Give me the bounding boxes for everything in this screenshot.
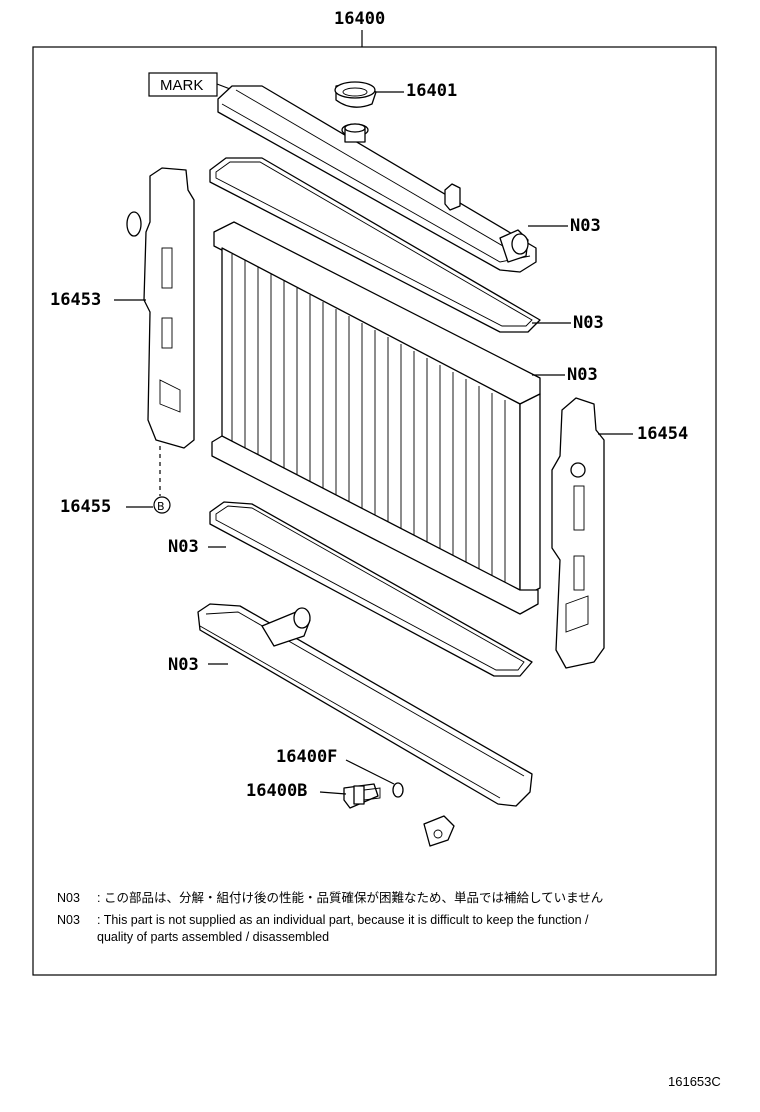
label-16453: 16453 [50,290,101,310]
callout-b-letter: B [157,500,165,513]
label-16454: 16454 [637,424,688,444]
label-16400f: 16400F [276,747,337,767]
note-en-text-1: : This part is not supplied as an indivi… [97,913,589,927]
note-jp-text: : この部品は、分解・組付け後の性能・品質確保が困難なため、単品では補給していま… [97,891,604,905]
left-support [126,167,195,449]
mark-label: MARK [160,77,203,94]
note-jp: N03 : この部品は、分解・組付け後の性能・品質確保が困難なため、単品では補給し… [57,890,603,907]
label-n03-lower-tank: N03 [168,655,199,675]
label-n03-upper-tank: N03 [570,216,601,236]
upper-tank [217,85,537,273]
drain-cock [343,783,381,809]
label-n03-core: N03 [567,365,598,385]
note-en: N03 : This part is not supplied as an ind… [57,912,589,929]
right-support [551,397,605,669]
label-16400: 16400 [334,9,385,29]
label-16400b: 16400B [246,781,307,801]
note-en-text-2: quality of parts assembled / disassemble… [97,930,330,944]
label-n03-upper-gasket: N03 [573,313,604,333]
assembly-frame [32,46,717,976]
upper-gasket [209,157,541,333]
label-16455: 16455 [60,497,111,517]
radiator-core [211,221,541,615]
radiator-cap [334,81,377,108]
note-en-line-2: quality of parts assembled / disassemble… [97,929,329,946]
label-16401: 16401 [406,81,457,101]
lower-gasket [209,501,533,677]
lower-tank [197,603,533,847]
reference-code: 161653C [668,1074,721,1089]
note-jp-code: N03 [57,891,80,905]
drain-cock-gasket [392,782,404,798]
callout-b [153,496,171,514]
label-n03-lower-gasket: N03 [168,537,199,557]
note-en-code: N03 [57,913,80,927]
